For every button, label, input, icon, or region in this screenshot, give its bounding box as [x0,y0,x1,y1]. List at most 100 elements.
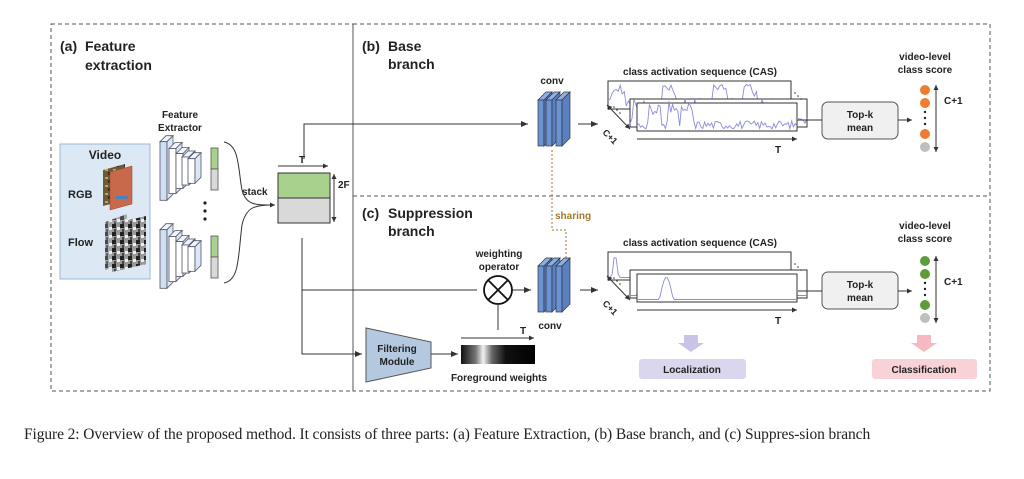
cas-frame [636,273,798,303]
sharing-label: sharing [555,211,591,222]
panel-borders [50,23,991,392]
c-plus-1-arrow [606,104,631,130]
ellipsis-dot [797,95,799,97]
panel-b-title-line2: branch [388,56,435,72]
base-cas-plots: C+1T [601,80,808,156]
extractor-label-line2: Extractor [158,123,202,134]
cas-frame [636,102,798,132]
flow-lines [301,121,531,357]
method-overview-diagram: (a) Feature extraction (b) Base branch (… [50,23,991,392]
class-score-dot [920,129,930,139]
ellipsis-dot [797,266,799,268]
extractor-slab [168,148,177,194]
conv-slab-front [537,265,545,313]
suppression-conv-block-icon [537,257,571,313]
ellipsis-dot [794,92,796,94]
supp-topk-line1: Top-k [847,280,874,291]
panel-c-title-line1: Suppression [388,205,473,221]
foreground-weights [461,335,535,364]
panel-a-title-line1: Feature [85,38,136,54]
supp-score-dim-label: C+1 [944,277,963,288]
base-score-label-line1: video-level [899,52,951,63]
base-class-score-vector [920,85,939,152]
activation-curve [637,277,797,300]
conv-slab-front [555,99,563,147]
stacked-feature-matrix [277,163,337,224]
class-score-dot [920,256,930,266]
ellipsis-dot [923,287,927,291]
panel-b-title: (b) Base branch [362,38,435,72]
ellipsis-dot [923,122,927,126]
weighting-label-line2: operator [479,262,520,273]
conv-slab-side [561,257,571,313]
background-score-dot [920,313,930,323]
ellipsis-dot [923,293,927,297]
ellipsis-dot [619,283,621,285]
foreground-t-label: T [520,326,526,337]
base-cas-title: class activation sequence (CAS) [623,67,777,78]
ellipsis-dot [800,98,802,100]
classification-box [872,359,977,379]
extractor-slab [168,236,177,282]
panel-a-title-line2: extraction [85,57,152,73]
ellipsis-dots [203,201,207,221]
rgb-frames-icon [103,164,133,211]
flow-frames-icon [105,214,146,272]
rgb-feature-vector [210,147,219,191]
extractor-slab [187,158,196,184]
video-input: Video RGB Flow [59,143,151,280]
c-plus-1-label: C+1 [601,298,620,317]
sharing-dashed-line [551,150,567,260]
extractor-slab [159,141,168,201]
panel-c-tag: (c) [362,205,379,221]
filter-label-line2: Module [380,357,415,368]
base-topk-line1: Top-k [847,110,874,121]
conv-slab-front [545,99,553,147]
extractor-slab-side [194,239,202,273]
ellipsis-dot [923,281,927,285]
ellipsis-dot [616,109,618,111]
video-label: Video [89,148,121,162]
panel-a-title: (a) Feature extraction [60,38,152,73]
conv-slab-front [545,265,553,313]
base-score-label-line2: class score [898,65,953,76]
base-topk-box: Top-k mean [821,101,899,140]
rgb-label: RGB [68,189,93,201]
stack-label: stack [242,187,268,198]
foreground-weights-label: Foreground weights [451,373,548,384]
class-score-dot [920,269,930,279]
activation-curve [636,101,798,131]
classification-label: Classification [891,365,956,376]
ellipsis-dot [613,277,615,279]
panel-b-tag: (b) [362,38,380,54]
panel-bc-border [352,23,991,392]
extractor-slab-side [194,151,202,185]
ellipsis-dot [794,263,796,265]
class-score-dot [920,98,930,108]
panel-c-title-line2: branch [388,223,435,239]
feature-extractor-flow-icon [159,222,202,290]
extractor-label-line1: Feature [162,110,199,121]
base-conv-block-icon [537,91,571,147]
extractor-slab [187,246,196,272]
localization-output: Localization [639,335,746,379]
panel-c-title: (c) Suppression branch [362,205,473,239]
flow-label: Flow [68,237,93,249]
classification-arrow-icon [911,335,937,352]
supp-score-label-line1: video-level [899,221,951,232]
ellipsis-dot [613,106,615,108]
ellipsis-dot [800,269,802,271]
suppression-conv-label: conv [538,321,562,332]
matrix-t-label: T [299,155,305,166]
conv-slab-front [555,265,563,313]
suppression-cas-plots: C+1T [601,251,808,327]
feature-extractor-rgb-icon [159,134,202,202]
c-plus-1-arrow [606,275,631,301]
classification-output: Classification [872,335,977,379]
t-axis-label: T [775,145,781,156]
localization-label: Localization [663,365,721,376]
weighting-label-line1: weighting [475,249,523,260]
weighting-operator-icon [483,275,513,305]
filtering-module: Filtering Module [365,327,432,383]
filter-label-line1: Filtering [377,344,416,355]
